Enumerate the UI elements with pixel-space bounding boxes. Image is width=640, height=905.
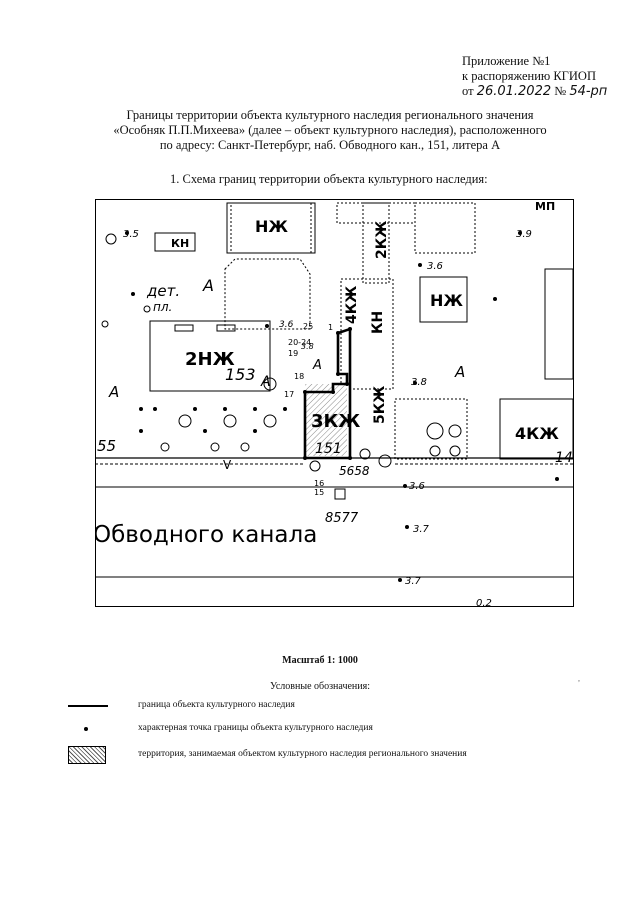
label-a1: А	[202, 276, 214, 295]
map-scale: Масштаб 1: 1000	[282, 655, 358, 666]
point-18: 18	[294, 372, 304, 381]
label-kn: КН	[171, 237, 189, 250]
label-8577: 8577	[325, 511, 359, 526]
point-20-24: 20-24	[288, 338, 311, 347]
legend-item-boundary: граница объекта культурного наследия	[138, 700, 295, 710]
label-3kzh: 3КЖ	[311, 411, 360, 432]
date-prefix: от	[462, 84, 474, 98]
label-a5: А	[108, 383, 119, 401]
elev-3.8a: 3.8	[411, 377, 427, 388]
title-line3: по адресу: Санкт-Петербург, наб. Обводно…	[159, 138, 501, 152]
number-prefix: №	[554, 84, 567, 98]
label-5kzh: 5КЖ	[372, 386, 388, 424]
legend-item-point: характерная точка границы объекта культу…	[138, 723, 373, 733]
yard-top-right	[414, 202, 476, 254]
building-mp	[544, 268, 574, 380]
legend-title: Условные обозначения:	[269, 681, 370, 692]
point-16: 16	[314, 479, 324, 488]
margin-mark: ,	[578, 674, 580, 683]
building-nzh-right	[419, 276, 468, 323]
appendix-line3: от 26.01.2022 № 54-рп	[462, 84, 607, 99]
street-name: Обводного канала	[95, 522, 317, 548]
title-line2: «Особняк П.П.Михеева» (далее – объект ку…	[113, 123, 547, 137]
point-1: 1	[328, 323, 333, 332]
building-outlines	[149, 202, 574, 460]
map-text: КН НЖ МП НЖ дет. пл. А А А А А 2НЖ 153 3…	[95, 200, 573, 607]
building-nzh-top	[226, 202, 316, 254]
point-19: 19	[288, 349, 298, 358]
elev-3.9: 3.9	[516, 229, 532, 240]
building-kn	[154, 232, 196, 252]
label-pl: пл.	[153, 300, 172, 314]
point-25: 25	[303, 322, 313, 331]
label-14: 14	[555, 450, 573, 466]
elev-3.8b: 3.8	[301, 342, 314, 351]
label-v: V	[223, 458, 232, 472]
elev-3.6c: 3.6	[409, 481, 425, 492]
title-line1: Границы территории объекта культурного н…	[126, 108, 534, 122]
trees	[101, 233, 462, 500]
legend-territory-symbol	[68, 746, 106, 764]
legend-item-territory: территория, занимаемая объектом культурн…	[138, 749, 467, 759]
label-a4: А	[454, 363, 465, 381]
legend-boundary-line-symbol	[68, 705, 108, 707]
point-17: 17	[284, 390, 294, 399]
label-5658: 5658	[339, 464, 370, 478]
boundary-map: КН НЖ МП НЖ дет. пл. А А А А А 2НЖ 153 3…	[95, 199, 574, 607]
label-2nzh: 2НЖ	[185, 349, 235, 370]
label-kn-vertical: КН	[370, 311, 386, 334]
appendix-header: Приложение №1 к распоряжению КГИОП от 26…	[462, 54, 607, 99]
elev-3.5: 3.5	[123, 229, 139, 240]
elev-0.2: 0.2	[476, 598, 492, 607]
order-date: 26.01.2022	[476, 84, 552, 99]
section-heading: 1. Схема границ территории объекта культ…	[170, 172, 488, 186]
appendix-line1: Приложение №1	[462, 54, 551, 68]
label-2kzh: 2КЖ	[374, 221, 390, 259]
label-a3: А	[312, 358, 322, 373]
elev-3.7b: 3.7	[405, 576, 422, 587]
label-mp: МП	[535, 200, 555, 213]
label-153: 153	[225, 365, 256, 384]
label-4kzh-vertical: 4КЖ	[344, 286, 360, 324]
elev-3.6b: 3.6	[279, 320, 294, 330]
label-55: 55	[97, 437, 116, 455]
building-2nzh	[149, 320, 271, 392]
order-number: 54-рп	[569, 84, 608, 99]
appendix-line2: к распоряжению КГИОП	[462, 69, 596, 83]
elev-3.6a: 3.6	[427, 261, 443, 272]
label-a2: А	[260, 374, 271, 390]
heritage-territory-fill	[305, 384, 347, 456]
label-det: дет.	[146, 282, 180, 300]
label-nzh-top: НЖ	[255, 217, 288, 236]
street-lines	[95, 457, 574, 578]
label-151: 151	[315, 441, 342, 457]
survey-dots	[125, 231, 559, 582]
label-nzh-right: НЖ	[430, 291, 463, 310]
point-15: 15	[314, 488, 324, 497]
elev-3.7a: 3.7	[413, 524, 430, 535]
building-4kzh	[499, 398, 574, 460]
label-4kzh: 4КЖ	[515, 424, 559, 443]
legend-point-symbol	[84, 727, 88, 731]
document-title: Границы территории объекта культурного н…	[60, 108, 600, 153]
